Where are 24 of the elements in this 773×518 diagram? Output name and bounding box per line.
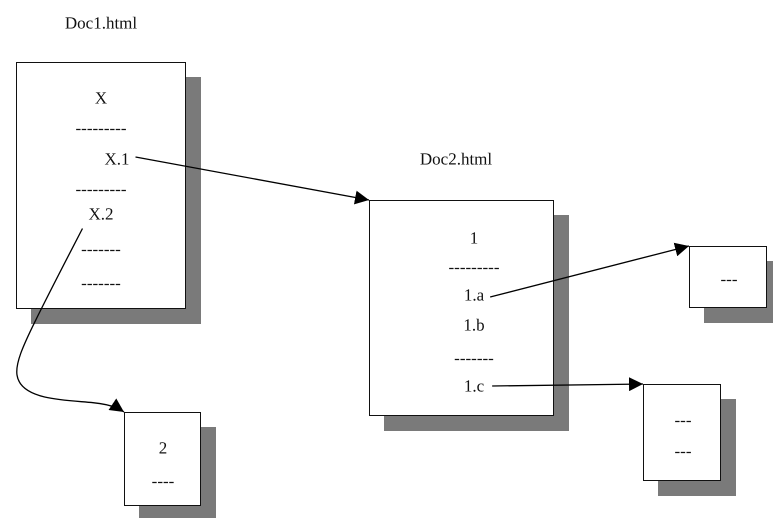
content-line: --- [720,270,738,288]
content-line: ------- [454,350,494,366]
arrow [490,242,690,298]
content-line: --------- [448,258,500,276]
content-line: 1.b [463,316,485,334]
content-line: X [94,90,108,106]
item-label: 1.a [464,286,484,304]
document-title: Doc1.html [64,14,138,32]
arrow [16,228,124,413]
arrow [135,156,370,204]
item-label: 1.c [464,378,484,394]
content-line: --------- [76,180,126,198]
content-line: --------- [76,120,126,136]
content-line: 1 [470,230,478,246]
content-line: --- [674,412,692,428]
arrow [492,377,643,392]
content-line: ---- [152,472,174,490]
document-title: Doc2.html [420,150,492,168]
content-line: ------- [81,240,121,258]
item-label: X.1 [104,150,130,168]
content-line: 2 [158,440,168,456]
item-label: X.2 [88,206,114,222]
content-line: --- [674,442,692,460]
content-line: ------- [81,274,121,292]
